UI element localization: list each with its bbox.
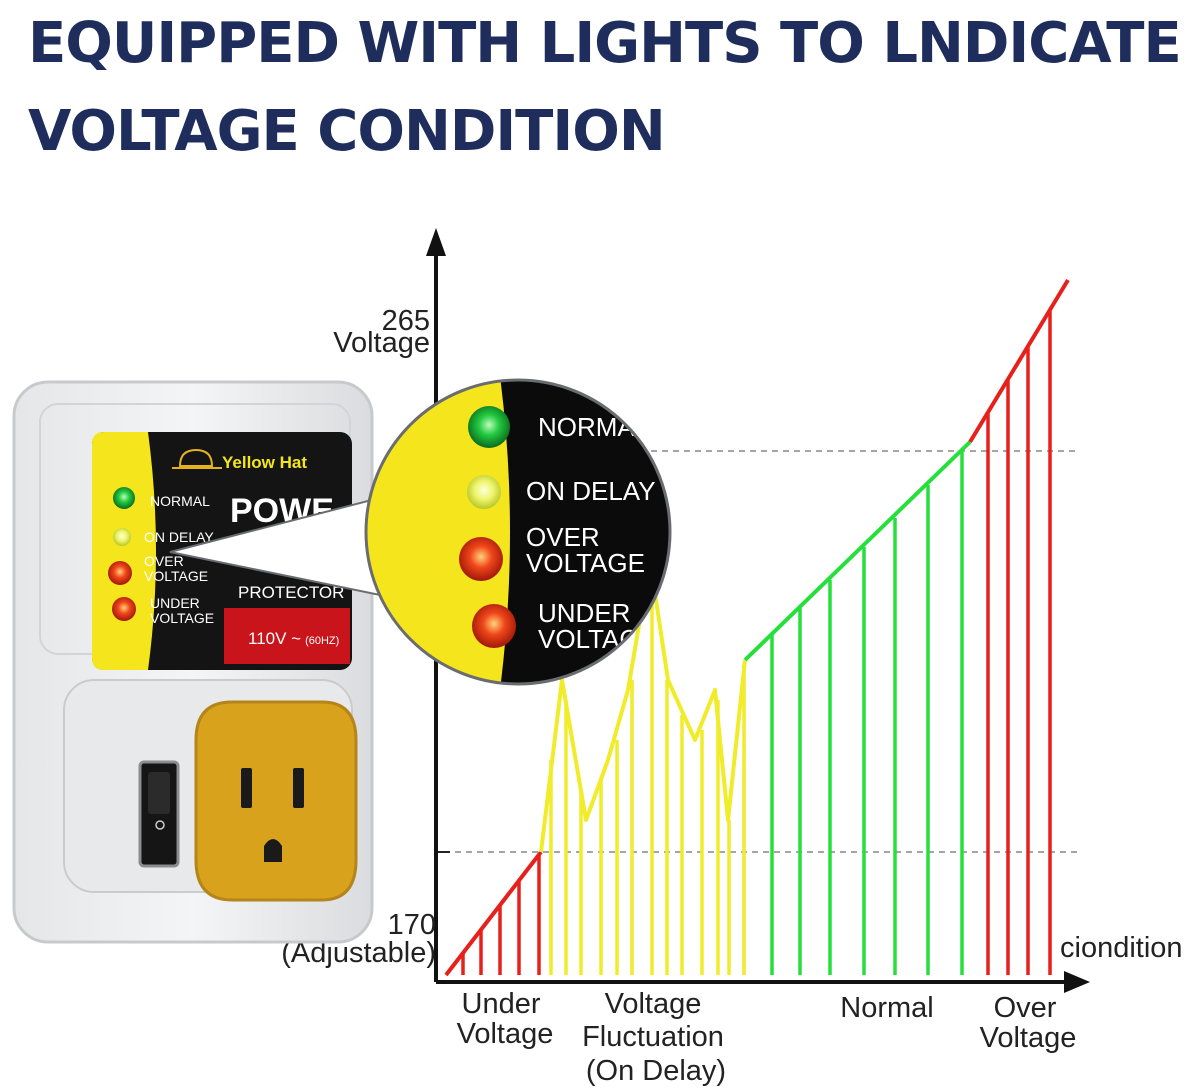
y-top-value: 265 [382,305,430,337]
headline-line-1: EQUIPPED WITH LIGHTS TO LNDICATE [28,11,1182,76]
outlet-ground-hole [264,839,282,862]
normal-profile-line [743,440,972,662]
indicator-label-on-delay: ON DELAY [144,529,214,545]
zoom-label-on-delay: ON DELAY [526,476,656,506]
caption-normal: Normal [840,992,933,1024]
caption-under-1: Under [462,988,541,1020]
chart-area: 265 Voltage 170 (Adjustable) ciondition … [281,228,1183,1087]
caption-fluct-1: Voltage [605,988,702,1020]
switch-rocker [148,772,170,814]
device-protector-label: PROTECTOR [238,583,344,602]
x-axis-arrow [1064,971,1090,993]
under-profile-line [444,850,543,977]
headline-line-2: VOLTAGE CONDITION [28,99,666,164]
device-rating: 110V ~(60HZ) [248,629,339,648]
zoom-led-under-voltage [472,604,516,648]
indicator-label-normal: NORMAL [150,493,210,509]
caption-under-2: Voltage [457,1018,554,1050]
zoom-label-normal: NORMAL [538,412,649,442]
headline: EQUIPPED WITH LIGHTS TO LNDICATE VOLTAGE… [28,0,1182,176]
caption-over-1: Over [994,992,1057,1024]
y-top-label: Voltage [333,327,430,359]
brand-hat-icon [172,448,222,469]
y-bottom-value: 170 [388,909,436,941]
device-brand: Yellow Hat [222,453,307,472]
region-normal [743,440,972,975]
led-under-voltage [112,597,136,621]
switch-on-mark [155,820,165,830]
zoom-led-on-delay [467,475,501,509]
zoom-led-over-voltage [459,537,503,581]
device-rating-plate [224,608,350,664]
zoom-ring [364,378,672,686]
y-axis-arrow [426,228,446,256]
caption-fluct-2: Fluctuation [582,1021,724,1053]
led-over-voltage [108,561,132,585]
voltage-protector-device: Yellow Hat POWE PROTECTOR 110V ~(60HZ) N… [12,380,374,944]
x-axis-label: ciondition [1060,932,1183,964]
zoom-led-normal [468,406,510,448]
region-over-voltage [968,278,1070,975]
led-normal [113,487,135,509]
outlet-faceplate [194,700,358,902]
led-on-delay [113,528,131,546]
region-under-voltage [444,850,543,977]
over-profile-line [968,278,1070,444]
outlet-slot-left [241,768,252,808]
caption-fluct-3: (On Delay) [586,1055,726,1087]
caption-over-2: Voltage [980,1022,1077,1054]
device-label-yellow [92,432,156,670]
outlet-slot-right [293,768,304,808]
